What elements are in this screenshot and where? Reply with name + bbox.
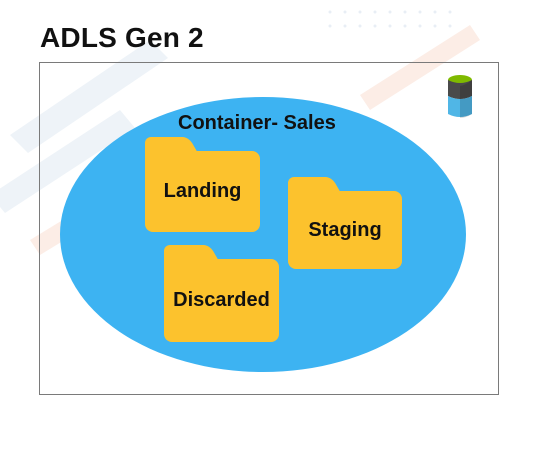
adls-frame: [39, 62, 499, 395]
folder-staging: Staging: [288, 177, 402, 269]
storage-account-icon: [448, 75, 472, 118]
folder-label-discarded: Discarded: [173, 289, 270, 311]
container-label: Container- Sales: [178, 112, 336, 134]
folder-body: Landing: [145, 151, 260, 232]
page-title: ADLS Gen 2: [40, 22, 204, 53]
folder-discarded: Discarded: [164, 245, 279, 342]
folder-landing: Landing: [145, 137, 260, 232]
folder-body: Staging: [288, 191, 402, 269]
folder-label-landing: Landing: [163, 180, 242, 202]
folder-label-staging: Staging: [308, 218, 382, 241]
folder-body: Discarded: [164, 259, 279, 342]
